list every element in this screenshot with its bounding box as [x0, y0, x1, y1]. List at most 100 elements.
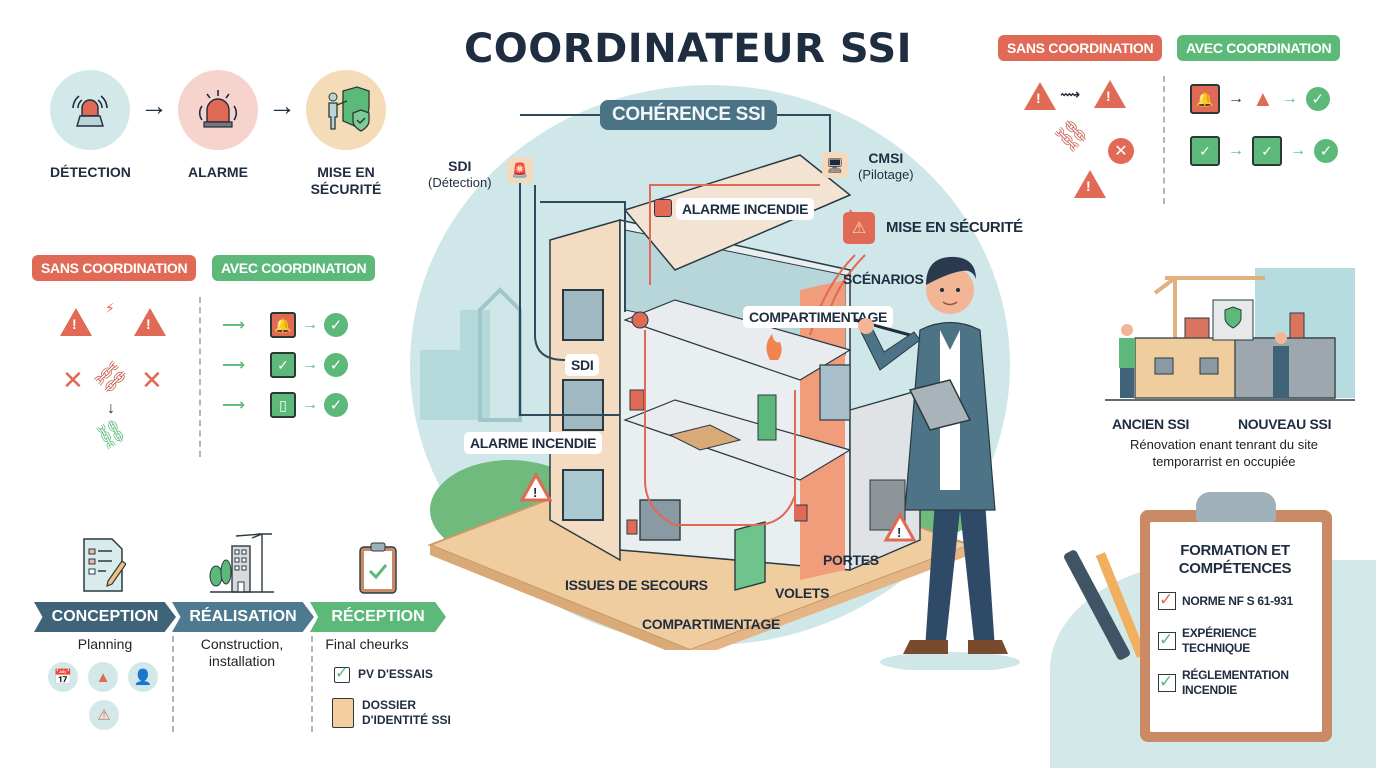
checkbox-icon: ✓ [1158, 673, 1176, 692]
arrow-right-icon: → [1228, 142, 1244, 159]
warning-icon: ! [1024, 82, 1056, 110]
arrow-right-icon: → [302, 356, 318, 373]
check-circle-icon: ✓ [324, 353, 348, 377]
reception-item: ✓ PV D'ESSAIS [334, 665, 433, 683]
warning-icon: ! [1094, 80, 1126, 108]
check-box-icon: ✓ [1190, 136, 1220, 166]
divider [172, 636, 174, 732]
broken-chain-icon: ⛓ [1048, 112, 1094, 158]
checkbox-icon: ✓ [1158, 591, 1176, 610]
building-illustration: ! ! [420, 114, 990, 650]
volets-label: VOLETS [775, 585, 830, 601]
check-circle-icon: ✓ [1314, 139, 1338, 163]
phase-conception: CONCEPTION [34, 602, 176, 632]
alarme-incendie-label: ALARME INCENDIE [676, 198, 815, 220]
ancien-ssi-label: ANCIEN SSI [1112, 416, 1190, 432]
divider [311, 636, 313, 732]
x-circle-icon: ✕ [1108, 138, 1134, 164]
step-mise-en-securite: MISE EN SÉCURITÉ [306, 70, 386, 198]
monitor-icon: 🖥 [822, 152, 848, 178]
divider [1163, 76, 1165, 204]
clipboard-check-icon [358, 541, 398, 600]
arrow-right-icon: ⟶ [222, 357, 245, 374]
broken-connection-icon: ⚡ [105, 300, 115, 316]
flow-row: ⟶ 🔔 → ✓ [222, 312, 348, 338]
coordinator-person [854, 256, 1020, 670]
arrow-right-icon: → [1290, 142, 1306, 159]
phase-desc: Construction, installation [200, 636, 284, 669]
sans-coordination-badge: SANS COORDINATION [32, 255, 197, 281]
warning-icon: ! [1074, 170, 1106, 198]
arrow-right-icon: → [268, 90, 296, 121]
alarm-icon: 🔔 [1190, 84, 1220, 114]
checklist-icon [82, 537, 127, 598]
reception-item-label: PV D'ESSAIS [358, 667, 433, 681]
warning-icon: ! [134, 308, 166, 336]
arrow-right-icon: ⟶ [222, 397, 245, 414]
reception-item: DOSSIER D'IDENTITÉ SSI [332, 698, 482, 728]
step-label: MISE EN SÉCURITÉ [310, 164, 382, 197]
shield-person-icon [306, 70, 386, 150]
arrow-right-icon: → [302, 316, 318, 333]
flow-row: ⟶ ✓ → ✓ [222, 352, 348, 378]
detector-siren-icon [50, 70, 130, 150]
compartimentage-label: COMPARTIMENTAGE [743, 306, 894, 328]
arrow-right-icon: → [1281, 90, 1298, 107]
alarm-icon: 🔔 [270, 312, 296, 338]
sdi-detection-label: SDI (Détection) [428, 158, 492, 190]
formation-item-label: NORME NF S 61-931 [1182, 593, 1293, 608]
check-box-icon: ✓ [270, 352, 296, 378]
hand-warning-icon: ⚠ [89, 700, 119, 730]
clipboard-clip [1196, 492, 1276, 522]
svg-text:!: ! [897, 525, 901, 540]
alarm-siren-icon [178, 70, 258, 150]
wavy-arrow-icon: ⟿ [1060, 86, 1081, 102]
document-icon [332, 698, 354, 728]
svg-text:!: ! [533, 485, 537, 500]
mise-en-securite-label: MISE EN SÉCURITÉ [886, 219, 1023, 236]
formation-item: ✓ RÉGLEMENTATION INCENDIE [1158, 668, 1312, 698]
door-icon: ▯ [270, 392, 296, 418]
check-circle-icon: ✓ [1305, 87, 1330, 111]
renovation-illustration [1105, 268, 1355, 401]
sans-coordination-badge: SANS COORDINATION [998, 35, 1163, 61]
check-circle-icon: ✓ [324, 393, 348, 417]
cmsi-title: CMSI [868, 150, 904, 166]
phase-desc: Final cheurks [325, 636, 409, 652]
clipboard-paper [1150, 522, 1322, 732]
safety-alarm-icon: ⚠ [843, 212, 875, 244]
arrow-down-icon: ↓ [107, 400, 115, 417]
flow-row: 🔔 → ▲ → ✓ [1190, 84, 1330, 114]
portes-label: PORTES [823, 552, 879, 568]
step-label: DÉTECTION [50, 164, 131, 180]
compartimentage-bottom-label: COMPARTIMENTAGE [642, 616, 781, 632]
scenarios-label: SCÉNARIOS [843, 271, 924, 287]
warning-icon: ! [60, 308, 92, 336]
page-title: COORDINATEUR SSI [463, 26, 913, 72]
arrow-right-icon: → [140, 90, 168, 121]
flow-row: ⟶ ▯ → ✓ [222, 392, 348, 418]
sdi-subtitle: (Détection) [428, 175, 492, 190]
chain-icon: ⛓ [91, 415, 132, 454]
broken-chain-icon: ⛓ [88, 354, 134, 400]
flow-row: ✓ → ✓ → ✓ [1190, 136, 1338, 166]
siren-icon: ▲ [1252, 86, 1274, 111]
issues-de-secours-label: ISSUES DE SECOURS [565, 577, 708, 593]
arrow-right-icon: ⟶ [222, 317, 245, 334]
check-box-icon: ✓ [1252, 136, 1282, 166]
formation-item: ✓ EXPÉRIENCE TECHNIQUE [1158, 626, 1282, 656]
planning-icons: 📅 ▲ 👤 [48, 662, 158, 692]
x-icon: ✕ [62, 365, 84, 395]
avec-coordination-badge: AVEC COORDINATION [212, 255, 376, 281]
crane-building-icon [208, 532, 278, 599]
phase-desc: Planning [77, 636, 133, 652]
cmsi-label: CMSI (Pilotage) [858, 150, 914, 182]
phase-reception: RÉCEPTION [310, 602, 446, 632]
person-check-icon: 👤 [128, 662, 158, 692]
process-chain: DÉTECTION → ALARME → MISE EN SÉCURITÉ [50, 70, 386, 198]
divider [199, 297, 201, 457]
step-detection: DÉTECTION [50, 70, 131, 181]
cmsi-subtitle: (Pilotage) [858, 167, 914, 182]
formation-item-label: RÉGLEMENTATION INCENDIE [1182, 668, 1289, 697]
reception-item-label: DOSSIER D'IDENTITÉ SSI [362, 698, 451, 727]
